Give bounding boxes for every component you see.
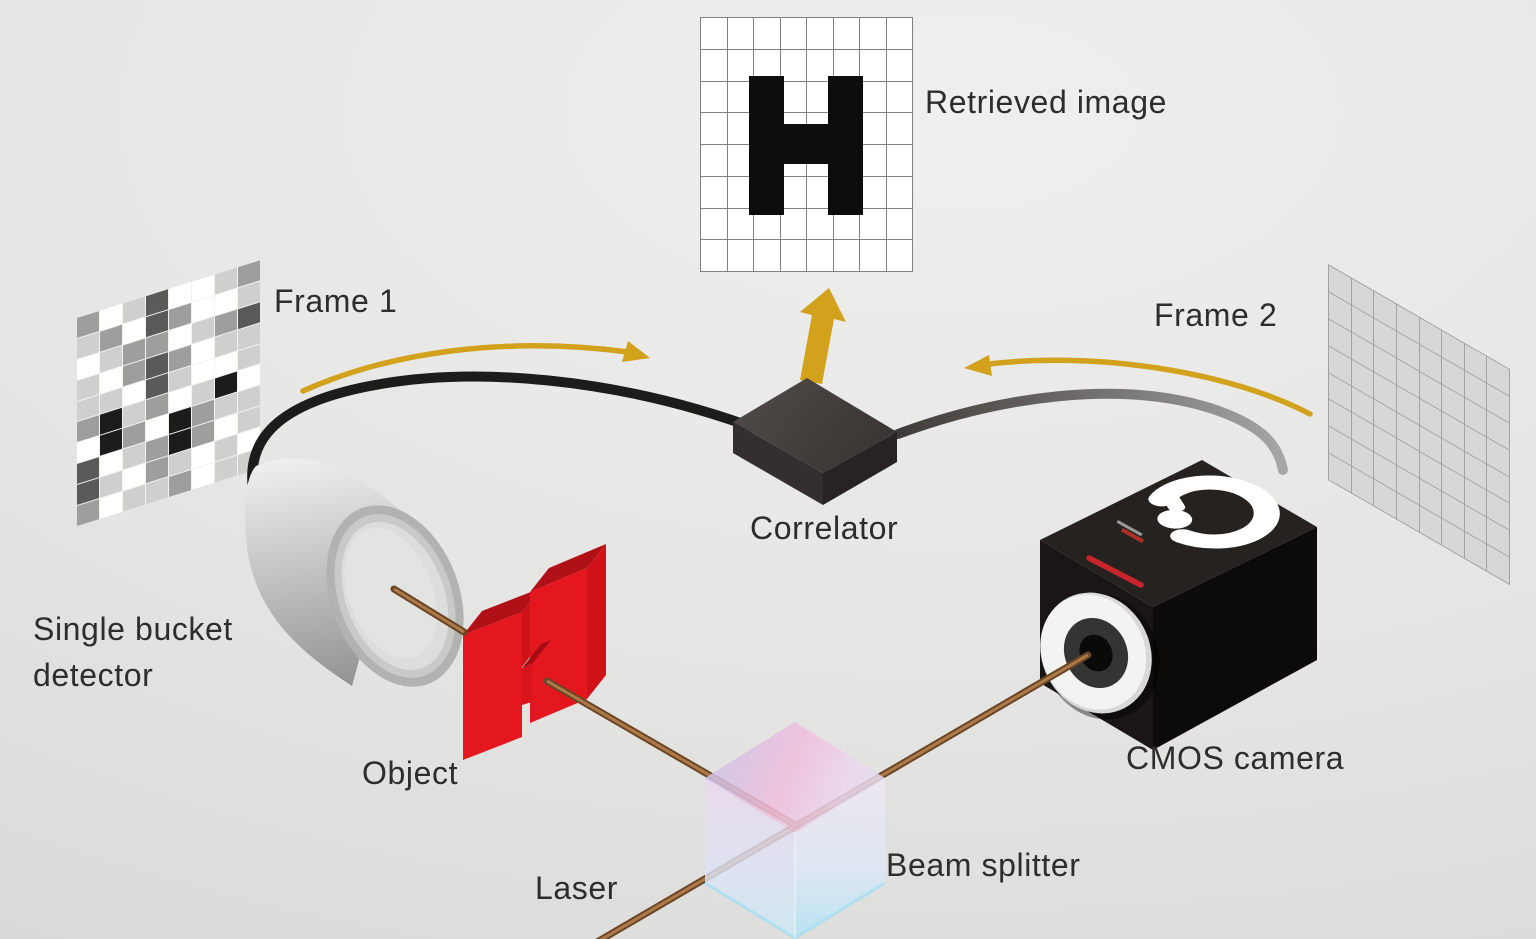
retrieved-cell [780, 240, 806, 271]
retrieved-cell [701, 240, 727, 271]
correlator-box [733, 378, 897, 505]
retrieved-cell [886, 208, 912, 240]
beam-splitter-cube [704, 722, 886, 939]
retrieved-cell [780, 49, 806, 81]
camera-lens [1040, 592, 1160, 720]
retrieved-cell [860, 240, 886, 271]
retrieved-cell [727, 81, 753, 113]
retrieved-cell [860, 113, 886, 144]
retrieved-cell [727, 176, 753, 208]
beam-splitter-label: Beam splitter [886, 847, 1081, 883]
single-bucket-detector-label: Single bucket detector [33, 606, 233, 698]
retrieved-cell [807, 49, 833, 81]
retrieved-cell [701, 113, 727, 144]
retrieved-cell [886, 113, 912, 144]
retrieved-cell [780, 18, 806, 49]
retrieved-letter-bar [780, 124, 833, 165]
retrieved-cell [860, 176, 886, 208]
retrieved-cell [886, 49, 912, 81]
retrieved-cell [833, 18, 859, 49]
camera-brand-marking [1086, 520, 1144, 588]
retrieved-cell [833, 240, 859, 271]
correlator-output-arrow [800, 288, 846, 384]
laser-beam [390, 585, 1092, 939]
cmos-camera-label: CMOS camera [1126, 740, 1345, 776]
retrieved-cell [886, 81, 912, 113]
retrieved-cell [727, 145, 753, 176]
retrieved-cell [860, 49, 886, 81]
frame2-sensor-grid [1328, 264, 1510, 586]
frame2-arrow [964, 355, 1313, 417]
laser-label: Laser [535, 870, 619, 906]
detector-label-line2: detector [33, 657, 154, 693]
retrieved-cell [727, 240, 753, 271]
retrieved-cell [860, 145, 886, 176]
correlator-label: Correlator [750, 510, 899, 546]
object-label: Object [362, 755, 459, 791]
retrieved-cell [780, 208, 806, 240]
retrieved-image-label: Retrieved image [925, 84, 1167, 120]
retrieved-cell [727, 49, 753, 81]
retrieved-cell [807, 240, 833, 271]
retrieved-cell [754, 18, 780, 49]
retrieved-cell [701, 18, 727, 49]
retrieved-cell [886, 240, 912, 271]
bucket-detector [244, 458, 464, 687]
retrieved-cell [701, 176, 727, 208]
retrieved-cell [886, 145, 912, 176]
retrieved-cell [727, 208, 753, 240]
cmos-camera [1040, 460, 1317, 750]
detector-cable [247, 371, 765, 517]
retrieved-cell [754, 240, 780, 271]
retrieved-cell [780, 81, 806, 113]
retrieved-cell [701, 81, 727, 113]
retrieved-cell [833, 49, 859, 81]
detector-label-line1: Single bucket [33, 611, 233, 647]
retrieved-cell [727, 18, 753, 49]
retrieved-cell [754, 49, 780, 81]
retrieved-cell [701, 208, 727, 240]
object-h [463, 544, 606, 760]
camera-cable [893, 388, 1288, 475]
retrieved-cell [807, 18, 833, 49]
retrieved-letter-bar [827, 76, 864, 216]
frame1-speckle-pattern [77, 260, 260, 526]
retrieved-letter-bar [748, 76, 785, 216]
frame1-label: Frame 1 [274, 283, 398, 319]
retrieved-cell [780, 176, 806, 208]
retrieved-cell [701, 145, 727, 176]
camera-logo-icon [1144, 475, 1280, 549]
retrieved-image-grid [700, 17, 913, 272]
retrieved-cell [860, 208, 886, 240]
frame1-arrow [300, 341, 650, 394]
retrieved-cell [886, 176, 912, 208]
retrieved-cell [860, 81, 886, 113]
retrieved-cell [727, 113, 753, 144]
retrieved-cell [886, 18, 912, 49]
frame2-label: Frame 2 [1154, 297, 1278, 333]
retrieved-cell [701, 49, 727, 81]
retrieved-cell [860, 18, 886, 49]
